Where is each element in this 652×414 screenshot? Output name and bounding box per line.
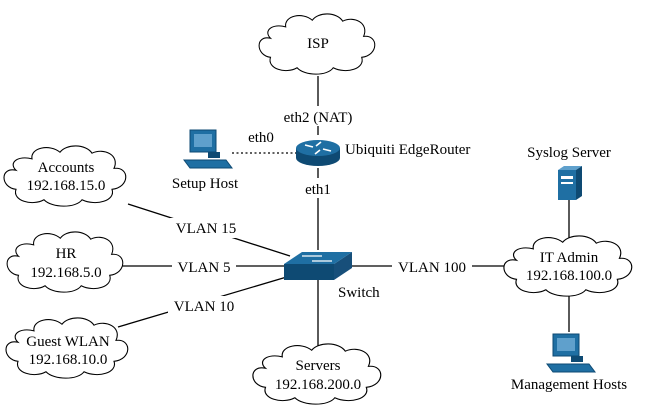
cloud-isp-label: ISP bbox=[307, 36, 329, 52]
cloud-servers-subnet: 192.168.200.0 bbox=[275, 377, 361, 393]
cloud-icon bbox=[252, 343, 382, 405]
router-label: Ubiquiti EdgeRouter bbox=[345, 142, 470, 158]
router-icon bbox=[296, 140, 340, 166]
cloud-icon bbox=[6, 231, 124, 293]
cloud-icon bbox=[3, 145, 127, 207]
vlan-label-100: VLAN 100 bbox=[398, 260, 466, 276]
cloud-accounts bbox=[3, 145, 127, 207]
syslog-server-label: Syslog Server bbox=[527, 145, 611, 161]
iface-label-eth2: eth2 (NAT) bbox=[284, 110, 353, 126]
cloud-icon bbox=[503, 235, 633, 297]
vlan-label-5: VLAN 5 bbox=[178, 260, 231, 276]
cloud-hr bbox=[6, 231, 124, 293]
cloud-hr-subnet: 192.168.5.0 bbox=[30, 265, 101, 281]
cloud-servers bbox=[252, 343, 382, 405]
workstation-icon bbox=[183, 129, 233, 169]
management-hosts-label: Management Hosts bbox=[511, 377, 627, 393]
setup-host-label: Setup Host bbox=[172, 176, 239, 192]
iface-label-eth0: eth0 bbox=[248, 130, 274, 146]
cloud-accounts-name: Accounts bbox=[38, 160, 95, 176]
iface-label-eth1: eth1 bbox=[305, 182, 331, 198]
switch-icon bbox=[284, 252, 352, 280]
cloud-it-admin bbox=[503, 235, 633, 297]
cloud-guest-wlan-subnet: 192.168.10.0 bbox=[29, 352, 108, 368]
cloud-guest-wlan-name: Guest WLAN bbox=[26, 334, 110, 350]
cloud-it-admin-name: IT Admin bbox=[540, 250, 599, 266]
cloud-servers-name: Servers bbox=[296, 358, 341, 374]
switch-label: Switch bbox=[338, 285, 380, 301]
link-labels: eth2 (NAT) eth0 eth1 VLAN 15 VLAN 5 VLAN… bbox=[168, 106, 472, 316]
server-icon bbox=[558, 166, 582, 200]
vlan-label-15: VLAN 15 bbox=[176, 221, 236, 237]
workstation-icon bbox=[546, 333, 596, 373]
cloud-it-admin-subnet: 192.168.100.0 bbox=[526, 268, 612, 284]
cloud-hr-name: HR bbox=[56, 246, 77, 262]
cloud-accounts-subnet: 192.168.15.0 bbox=[27, 178, 106, 194]
vlan-label-10: VLAN 10 bbox=[174, 299, 234, 315]
